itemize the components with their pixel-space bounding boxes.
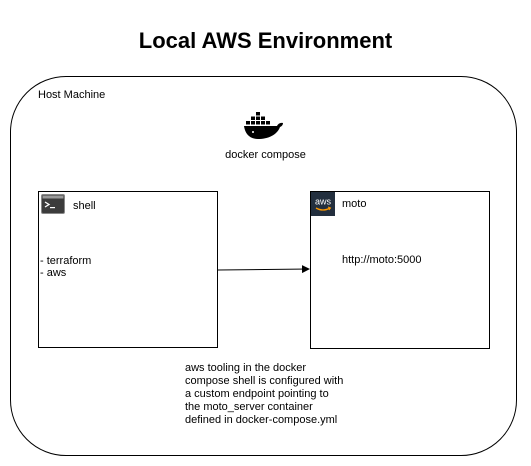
note-line: defined in docker-compose.yml bbox=[185, 414, 338, 426]
moto-label: moto bbox=[342, 198, 367, 210]
shell-label: shell bbox=[73, 200, 96, 212]
note-line: a custom endpoint pointing to bbox=[185, 388, 329, 400]
aws-icon-text: aws bbox=[315, 197, 332, 207]
note-line: the moto_server container bbox=[185, 401, 313, 413]
aws-icon: aws bbox=[311, 192, 335, 216]
note-line: compose shell is configured with bbox=[185, 375, 344, 387]
tool-item-aws: - aws bbox=[40, 267, 67, 279]
terminal-icon bbox=[41, 194, 65, 214]
moto-endpoint-url: http://moto:5000 bbox=[342, 254, 422, 266]
configuration-note: aws tooling in the docker compose shell … bbox=[185, 362, 405, 427]
host-machine-label: Host Machine bbox=[38, 89, 106, 101]
moto-container-box bbox=[310, 191, 490, 349]
docker-whale-icon bbox=[244, 112, 283, 139]
note-line: aws tooling in the docker bbox=[185, 362, 307, 374]
host-machine-container bbox=[10, 76, 517, 456]
diagram-title: Local AWS Environment bbox=[138, 28, 393, 53]
docker-compose-label: docker compose bbox=[225, 149, 306, 161]
tool-item-terraform: - terraform bbox=[40, 255, 92, 267]
shell-container-box bbox=[38, 191, 218, 348]
